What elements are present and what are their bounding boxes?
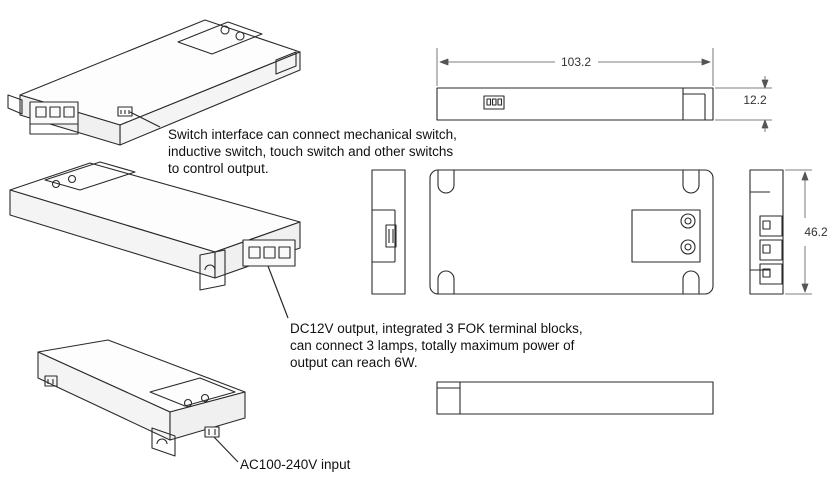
- ac-input-connector-iso: [204, 426, 220, 438]
- dimension-length: [436, 48, 714, 86]
- callout-switch-line-3: to control output.: [168, 161, 269, 176]
- iso-view-input-side: [37, 339, 246, 463]
- side-view-top: [436, 87, 714, 121]
- dimension-height: [715, 76, 772, 132]
- callout-switch-line-1: Switch interface can connect mechanical …: [168, 127, 457, 142]
- leader-switch: [129, 111, 161, 128]
- callout-output-line-3: output can reach 6W.: [290, 355, 418, 370]
- dimension-width: [785, 169, 812, 295]
- terminal-block-end-view: [759, 215, 783, 285]
- end-view-left: [371, 169, 406, 295]
- dimension-width-label: 46.2: [804, 225, 828, 239]
- side-view-bottom: [436, 381, 714, 415]
- terminal-block-iso-2: [242, 239, 296, 267]
- callout-ac-input: AC100-240V input: [240, 457, 351, 472]
- callout-output-line-1: DC12V output, integrated 3 FOK terminal …: [290, 321, 583, 336]
- leader-input: [213, 436, 239, 463]
- callout-switch-line-2: inductive switch, touch switch and other…: [168, 144, 454, 159]
- plan-view: [429, 169, 714, 295]
- callout-output-line-2: can connect 3 lamps, totally maximum pow…: [290, 338, 575, 353]
- callout-dc-output: DC12V output, integrated 3 FOK terminal …: [290, 320, 583, 371]
- switch-port-iso: [117, 106, 133, 117]
- dimension-height-label: 12.2: [743, 93, 767, 107]
- callout-switch-interface: Switch interface can connect mechanical …: [168, 126, 457, 177]
- iso-view-output-side: [9, 161, 301, 319]
- dimension-length-label: 103.2: [561, 55, 591, 69]
- terminal-block-iso-1: [29, 101, 79, 135]
- leader-output: [267, 265, 289, 319]
- end-view-right: [749, 169, 784, 295]
- iso-view-switch-side: [7, 19, 301, 146]
